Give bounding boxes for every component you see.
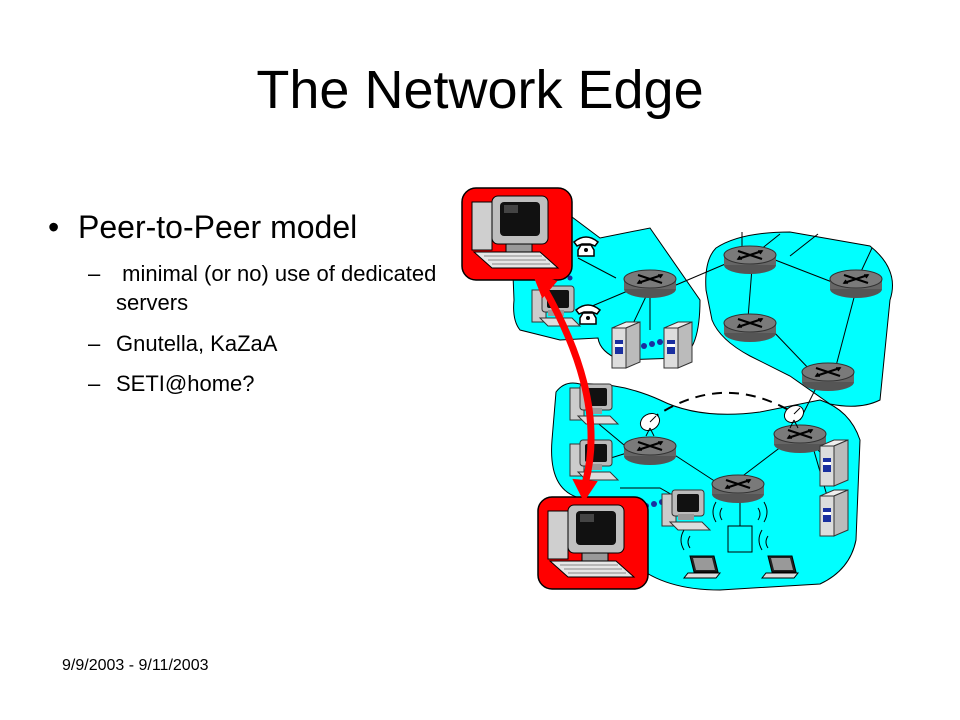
sub-bullet-marker: – — [88, 371, 101, 397]
bullet-list: • Peer-to-Peer model – minimal (or no) u… — [48, 208, 468, 411]
satellite-link — [649, 391, 793, 421]
peer-computer-bottom — [537, 496, 649, 590]
slide-footer-date: 9/9/2003 - 9/11/2003 — [62, 657, 209, 674]
sub-bullet-marker: – — [88, 261, 101, 287]
server-icon — [611, 321, 641, 369]
router-icon — [622, 268, 678, 300]
router-icon — [800, 361, 856, 393]
router-icon — [772, 423, 828, 455]
router-icon — [710, 473, 766, 505]
bullet-text: Peer-to-Peer model — [78, 209, 358, 245]
sub-bullet-list: – minimal (or no) use of dedicated serve… — [88, 260, 468, 398]
sub-bullet-marker: – — [88, 330, 101, 356]
bullet-marker: • — [48, 209, 60, 245]
router-icon — [828, 268, 884, 300]
server-icon — [819, 439, 849, 487]
server-icon — [819, 489, 849, 537]
slide-title: The Network Edge — [256, 60, 704, 120]
sub-bullet-item: – Gnutella, KaZaA — [88, 330, 468, 359]
desktop-computer-icon — [569, 383, 619, 425]
desktop-computer-icon — [661, 489, 711, 531]
bullet-item: • Peer-to-Peer model — [48, 208, 468, 246]
double-arrow-icon — [531, 272, 598, 502]
sub-bullet-item: – minimal (or no) use of dedicated serve… — [88, 260, 468, 317]
sub-bullet-container: – minimal (or no) use of dedicated serve… — [48, 260, 468, 398]
sub-bullet-text: minimal (or no) use of dedicated servers — [116, 261, 449, 315]
server-icon — [663, 321, 693, 369]
wireless-waves — [680, 501, 769, 551]
phone-icon — [573, 236, 599, 257]
router-icon — [622, 435, 678, 467]
phone-icon — [575, 304, 601, 325]
wireless-base-station-icon — [727, 525, 753, 553]
sub-bullet-text: SETI@home? — [116, 371, 255, 397]
sub-bullet-text: Gnutella, KaZaA — [116, 330, 278, 356]
peer-computer-top — [461, 187, 573, 281]
router-icon — [722, 244, 778, 276]
sub-bullet-item: – SETI@home? — [88, 370, 468, 399]
router-icon — [722, 312, 778, 344]
